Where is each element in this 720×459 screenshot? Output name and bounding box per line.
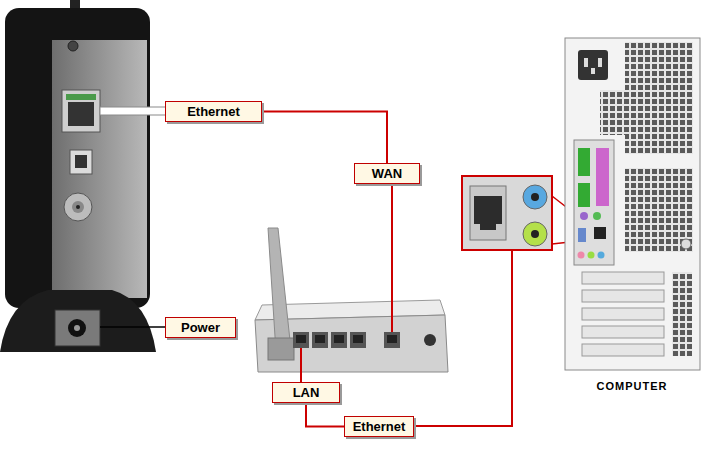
label-box: WAN: [354, 163, 420, 184]
label-box: LAN: [272, 382, 340, 403]
cable-modem: [0, 0, 156, 352]
leader-line: [100, 326, 165, 328]
computer-tower: [565, 38, 700, 370]
leader-line: [300, 348, 302, 382]
cable-line: [306, 403, 344, 427]
label-text: Ethernet: [187, 104, 240, 120]
label-box: Ethernet: [344, 416, 414, 437]
leader-line: [391, 186, 393, 332]
label-box: Ethernet: [165, 101, 262, 122]
router: [255, 228, 448, 372]
label-text: WAN: [372, 166, 402, 182]
device-name: COMPUTER: [597, 380, 668, 392]
leader-line: [414, 250, 512, 426]
label-box: Power: [165, 317, 236, 338]
cable-line: [262, 112, 387, 164]
label-text: Ethernet: [353, 419, 406, 435]
label-text: Power: [181, 320, 220, 336]
label-text: LAN: [293, 385, 320, 401]
ethernet-cable: [100, 107, 166, 115]
